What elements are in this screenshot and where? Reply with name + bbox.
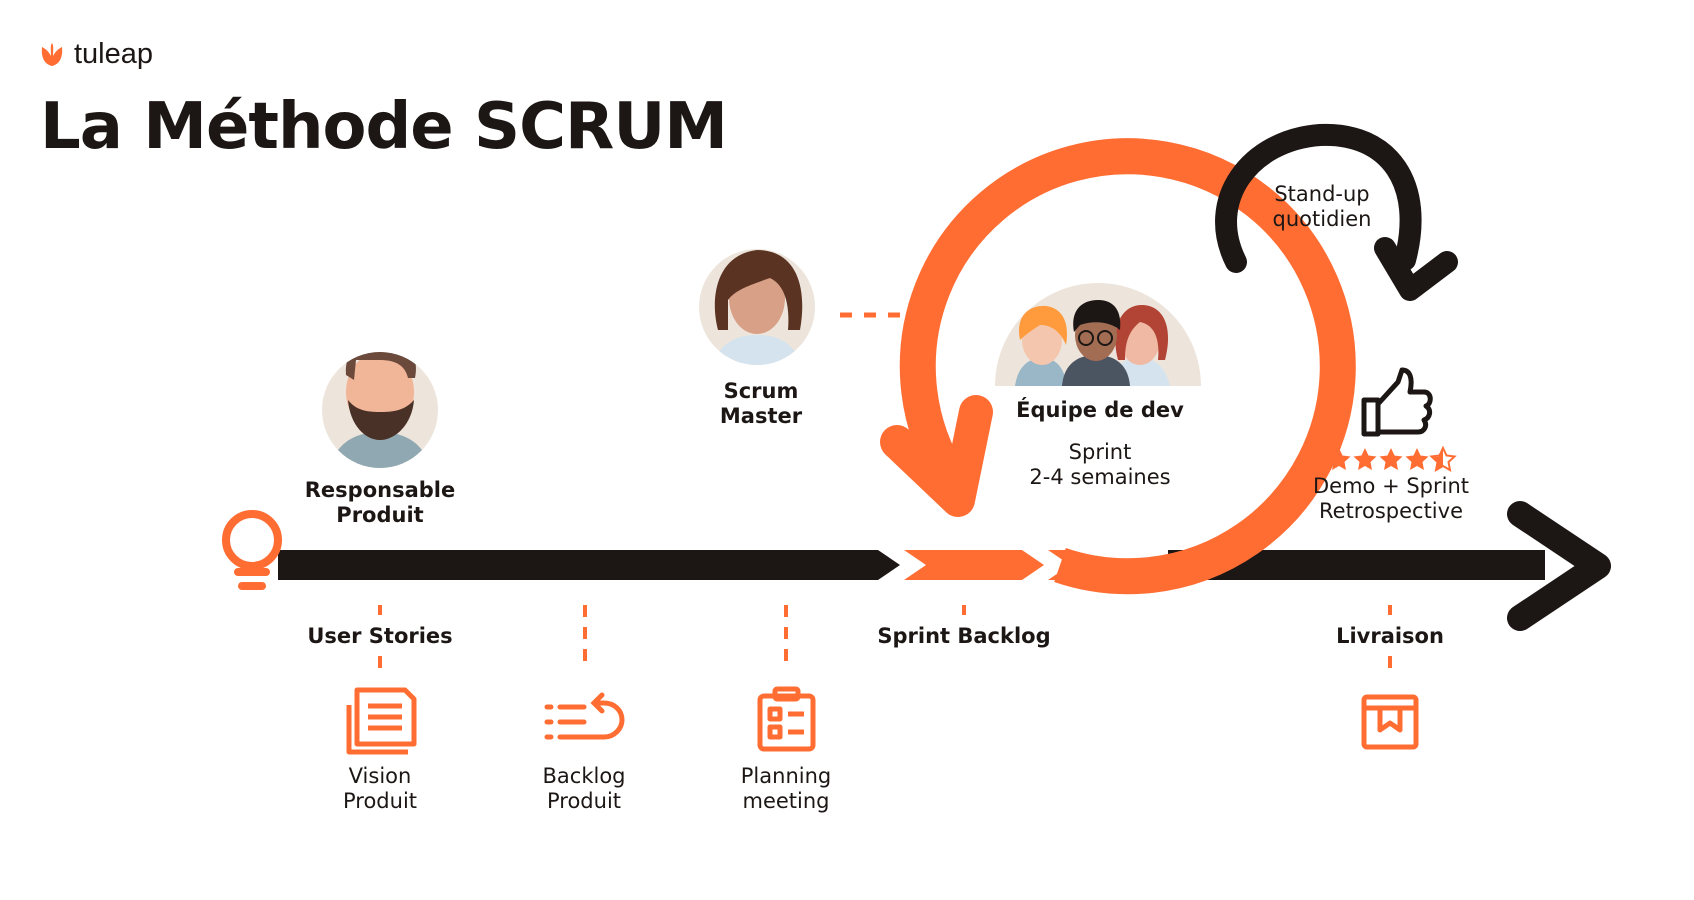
star-icon — [1379, 448, 1403, 470]
livraison-label: Livraison — [1336, 624, 1444, 648]
timeline-arrowhead-icon — [1507, 501, 1611, 631]
page-title: La Méthode SCRUM — [40, 90, 728, 164]
timeline — [278, 550, 1545, 580]
backlog-list-icon — [544, 692, 625, 740]
vision-label: Vision Produit — [342, 764, 418, 813]
milestone-connectors — [378, 605, 1392, 668]
star-icon — [1405, 448, 1429, 470]
demo-label: Demo + Sprint Retrospective — [1312, 474, 1470, 523]
standup-label: Stand-up quotidien — [1272, 182, 1372, 231]
dev-team-avatar — [995, 283, 1201, 386]
backlog-label: Backlog Produit — [542, 764, 626, 813]
star-icon — [1327, 448, 1351, 470]
tuleap-logo-icon — [41, 42, 63, 66]
brand-name: tuleap — [74, 38, 154, 70]
lightbulb-icon — [222, 510, 282, 590]
sprint-chevrons — [904, 550, 1070, 580]
standup-cycle-arrow — [1215, 123, 1458, 301]
thumbs-up-icon — [1361, 367, 1433, 437]
planning-label: Planning meeting — [740, 764, 832, 813]
product-owner-label: Responsable Produit — [304, 478, 456, 527]
sprint-backlog-label: Sprint Backlog — [877, 624, 1051, 648]
scrum-master-label: Scrum Master — [719, 379, 803, 428]
clipboard-icon — [757, 686, 816, 752]
user-stories-label: User Stories — [307, 624, 453, 648]
product-owner-avatar — [322, 352, 438, 468]
scrum-master-avatar — [699, 249, 815, 365]
sprint-label: Sprint 2-4 semaines — [1029, 440, 1171, 489]
sprint-cycle-arrow — [880, 138, 1356, 595]
star-icon — [1353, 448, 1377, 470]
package-icon — [1361, 694, 1419, 750]
rating-stars — [1327, 445, 1457, 472]
document-icon — [346, 687, 417, 755]
dev-team-label: Équipe de dev — [1016, 398, 1184, 422]
brand: tuleap — [40, 38, 153, 71]
